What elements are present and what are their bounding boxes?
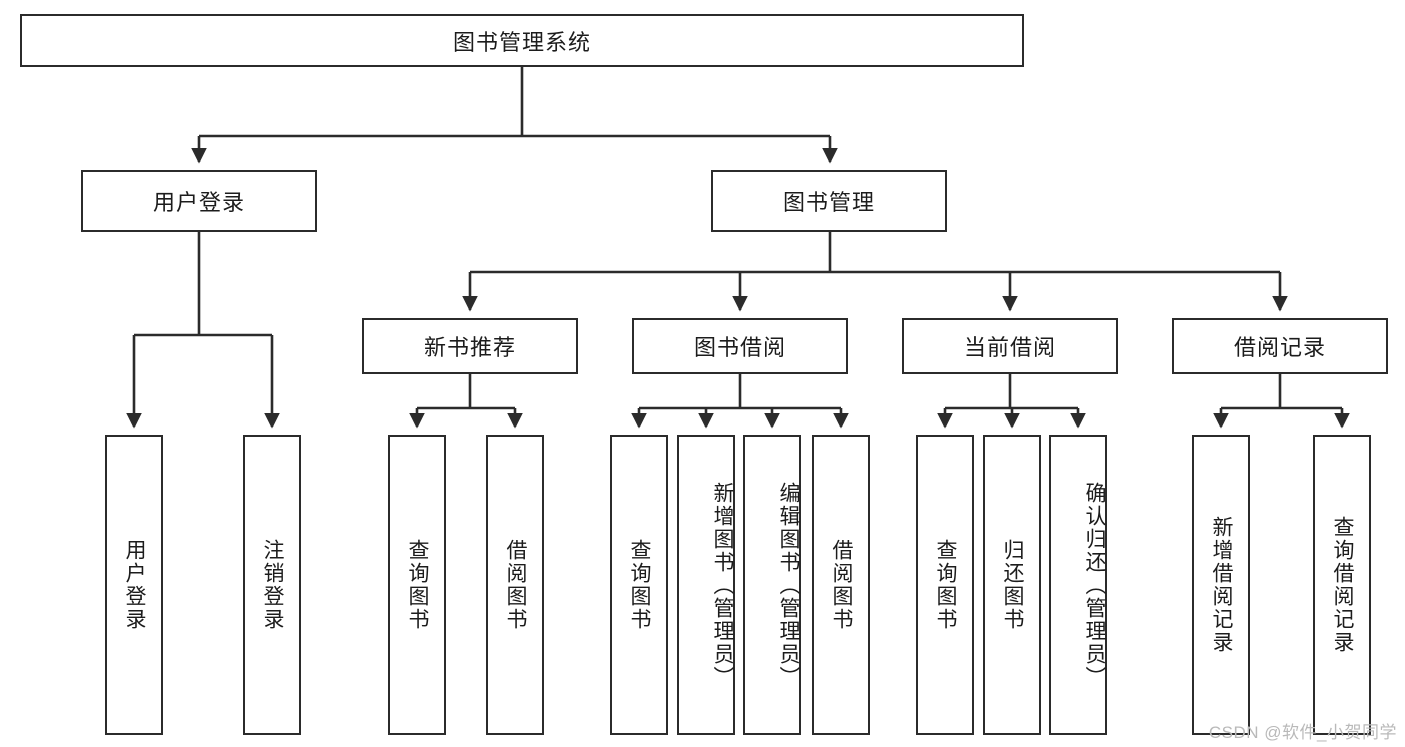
leaf-user-login-label: 用户登录 bbox=[123, 539, 147, 631]
node-current-borrow[interactable]: 当前借阅 bbox=[902, 318, 1118, 374]
leaf-borrow-book-1[interactable]: 借阅图书 bbox=[486, 435, 544, 735]
leaf-logout[interactable]: 注销登录 bbox=[243, 435, 301, 735]
leaf-query-book-3[interactable]: 查询图书 bbox=[916, 435, 974, 735]
watermark: CSDN @软件_小贺同学 bbox=[1208, 723, 1397, 742]
leaf-user-login[interactable]: 用户登录 bbox=[105, 435, 163, 735]
leaf-add-book-label: 新增图书（管理员） bbox=[711, 481, 734, 689]
node-borrow-record[interactable]: 借阅记录 bbox=[1172, 318, 1388, 374]
leaf-confirm-return[interactable]: 确认归还（管理员） bbox=[1049, 435, 1107, 735]
node-book-manage-label: 图书管理 bbox=[782, 190, 875, 215]
leaf-query-record[interactable]: 查询借阅记录 bbox=[1313, 435, 1371, 735]
node-root[interactable]: 图书管理系统 bbox=[20, 14, 1024, 67]
node-root-label: 图书管理系统 bbox=[452, 29, 591, 55]
leaf-borrow-book-2-label: 借阅图书 bbox=[830, 539, 854, 631]
leaf-add-record[interactable]: 新增借阅记录 bbox=[1192, 435, 1250, 735]
leaf-confirm-return-label: 确认归还（管理员） bbox=[1083, 481, 1106, 689]
leaf-query-book-2[interactable]: 查询图书 bbox=[610, 435, 668, 735]
leaf-query-book-1[interactable]: 查询图书 bbox=[388, 435, 446, 735]
node-new-book-rec-label: 新书推荐 bbox=[423, 335, 516, 360]
leaf-query-book-3-label: 查询图书 bbox=[934, 539, 958, 631]
leaf-return-book[interactable]: 归还图书 bbox=[983, 435, 1041, 735]
node-user-login-label: 用户登录 bbox=[152, 190, 245, 215]
node-borrow-record-label: 借阅记录 bbox=[1233, 335, 1326, 360]
leaf-borrow-book-2[interactable]: 借阅图书 bbox=[812, 435, 870, 735]
leaf-return-book-label: 归还图书 bbox=[1001, 539, 1025, 631]
leaf-add-book[interactable]: 新增图书（管理员） bbox=[677, 435, 735, 735]
leaf-query-book-1-label: 查询图书 bbox=[406, 539, 430, 631]
leaf-logout-label: 注销登录 bbox=[261, 539, 285, 631]
node-book-manage[interactable]: 图书管理 bbox=[711, 170, 947, 232]
node-current-borrow-label: 当前借阅 bbox=[963, 335, 1056, 360]
node-new-book-rec[interactable]: 新书推荐 bbox=[362, 318, 578, 374]
node-book-borrow[interactable]: 图书借阅 bbox=[632, 318, 848, 374]
leaf-query-book-2-label: 查询图书 bbox=[628, 539, 652, 631]
leaf-add-record-label: 新增借阅记录 bbox=[1210, 516, 1234, 654]
leaf-query-record-label: 查询借阅记录 bbox=[1331, 516, 1355, 654]
node-book-borrow-label: 图书借阅 bbox=[693, 335, 786, 360]
leaf-edit-book[interactable]: 编辑图书（管理员） bbox=[743, 435, 801, 735]
leaf-edit-book-label: 编辑图书（管理员） bbox=[777, 481, 800, 689]
node-user-login[interactable]: 用户登录 bbox=[81, 170, 317, 232]
leaf-borrow-book-1-label: 借阅图书 bbox=[504, 539, 528, 631]
